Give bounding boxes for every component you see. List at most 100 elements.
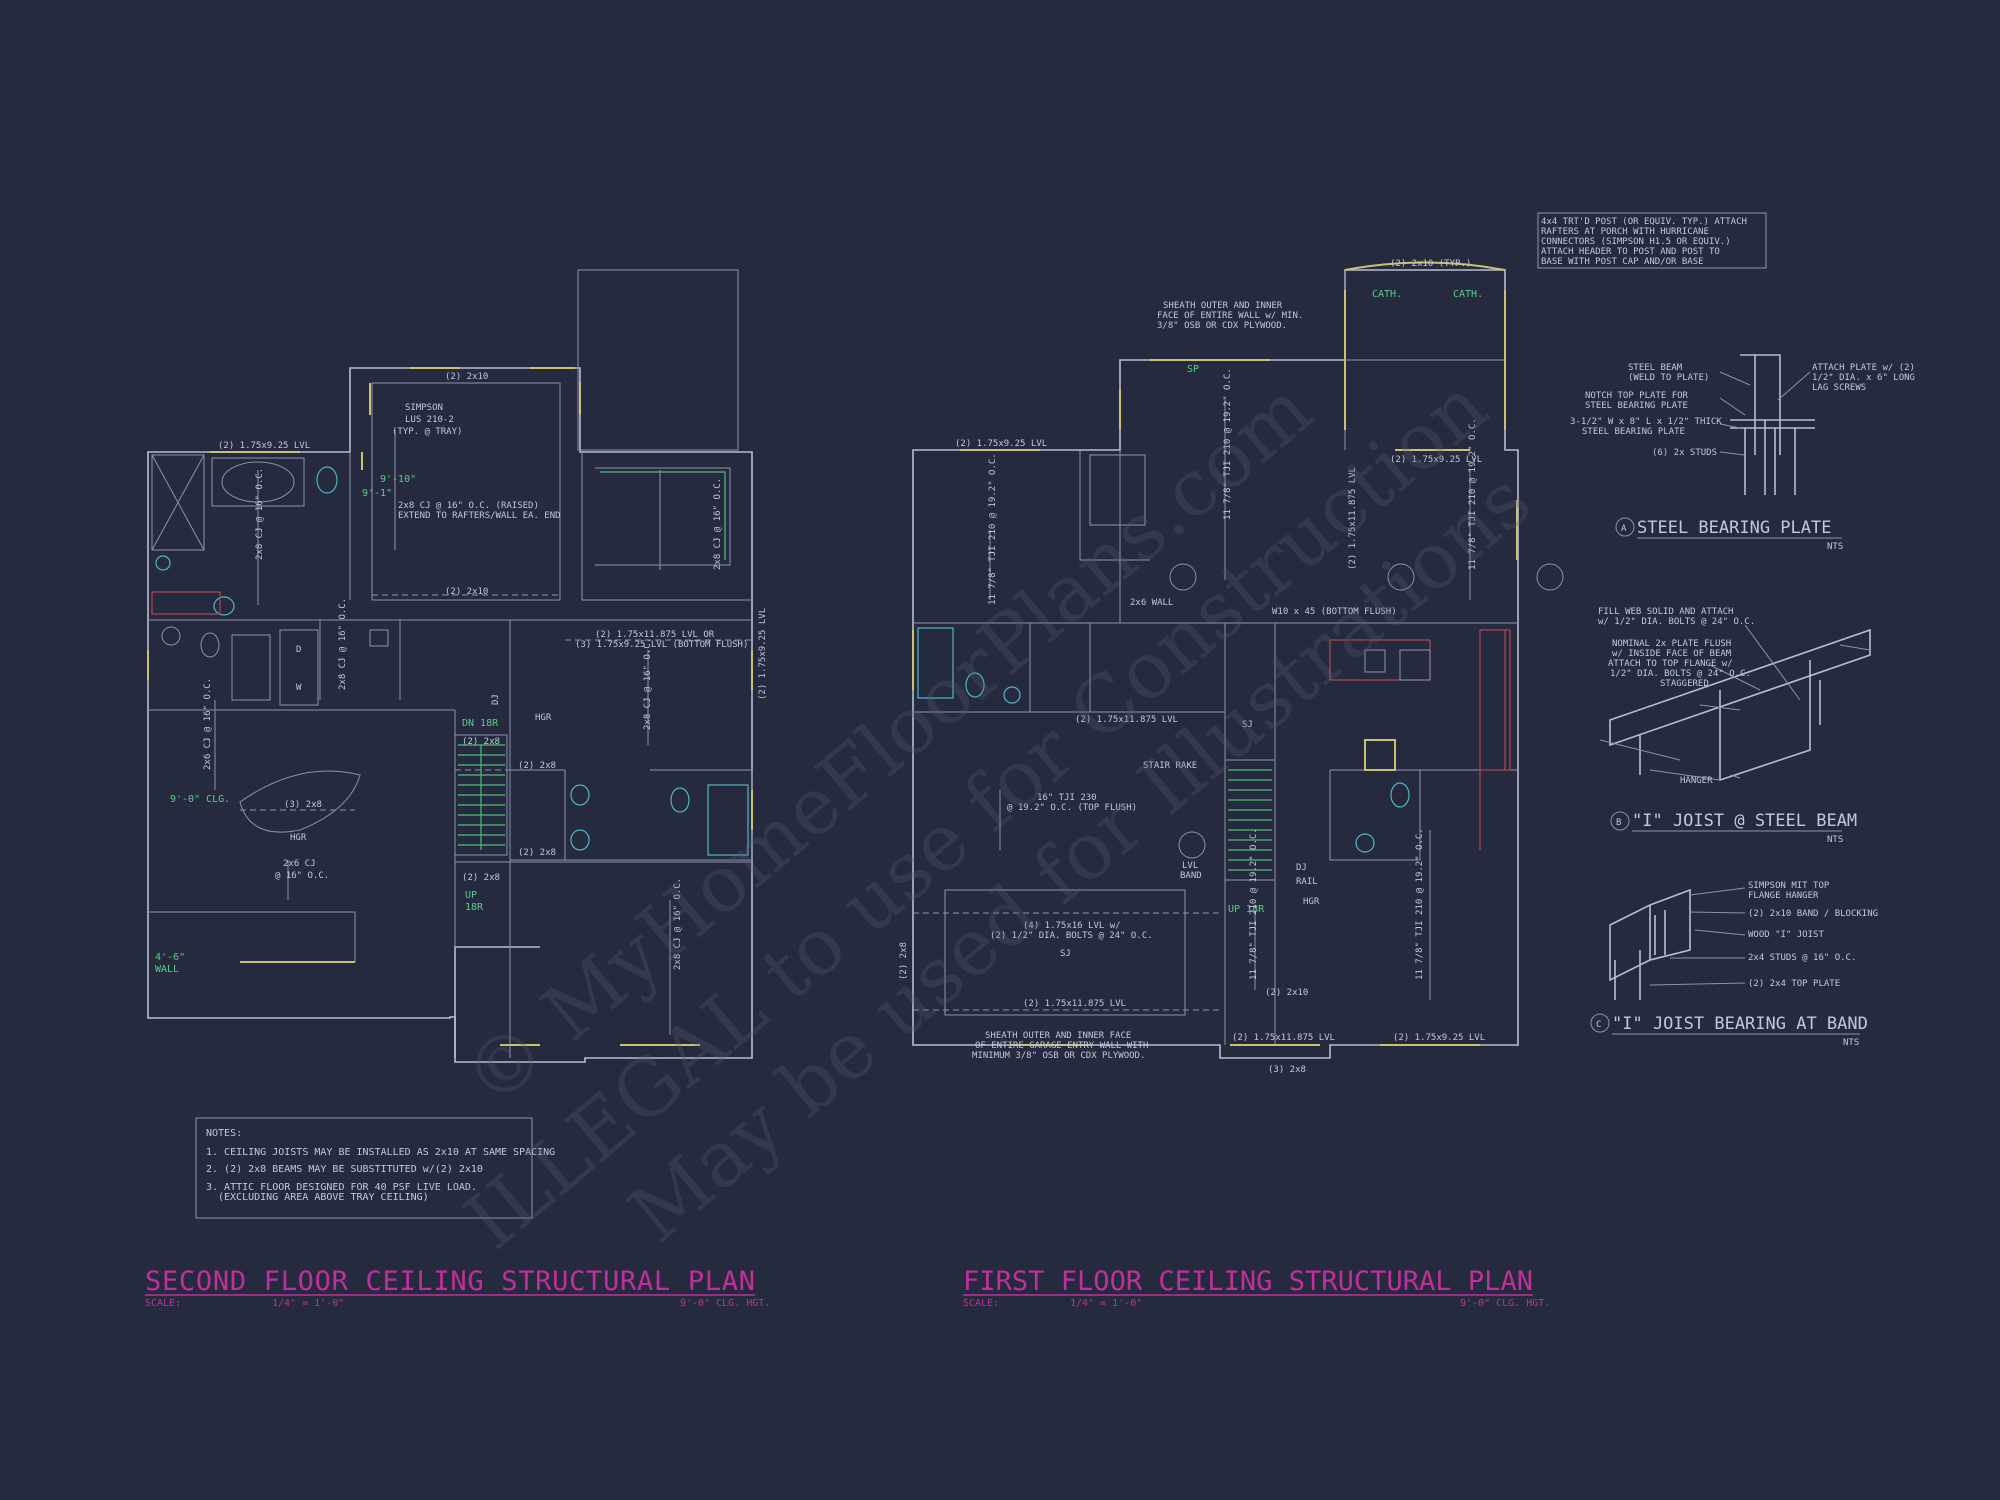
detail-a-callout-9: LAG SCREWS — [1812, 383, 1866, 393]
label-cath-a: CATH. — [1372, 289, 1402, 300]
detail-b-callout-6: STAGGERED — [1660, 679, 1709, 689]
watermark: © MyHomeFloorPlans.com ILLEGAL to use fo… — [447, 361, 1547, 1267]
label-hgr2: HGR — [535, 713, 552, 723]
label-up: UP — [465, 890, 477, 901]
label-lvl-mid: (2) 1.75x11.875 LVL — [1075, 715, 1178, 725]
label-cj-lower2: @ 16" O.C. — [275, 871, 329, 881]
label-sj2: SJ — [1242, 720, 1253, 730]
first-floor-scale-value: 1/4" = 1'-0" — [1070, 1298, 1142, 1309]
label-wall-46: 4'-6" — [155, 952, 185, 963]
label-hgr: HGR — [1303, 897, 1320, 907]
detail-b-callout-1: w/ 1/2" DIA. BOLTS @ 24" O.C. — [1598, 617, 1755, 627]
label-wall-word: WALL — [155, 964, 179, 975]
label-cj-bottom: 2x8 CJ @ 16" O.C. — [673, 878, 683, 970]
label-mid-2x10: (2) 2x10 — [445, 587, 488, 597]
label-post-4: ATTACH HEADER TO POST AND POST TO — [1541, 247, 1720, 257]
label-cj-mid: 2x8 CJ @ 16" O.C. — [643, 638, 653, 730]
label-wall-2x6: 2x6 WALL — [1130, 598, 1173, 608]
label-sheath-2: FACE OF ENTIRE WALL w/ MIN. — [1157, 311, 1303, 321]
detail-a-callout-3: STEEL BEARING PLATE — [1585, 401, 1688, 411]
label-lvl-or-2: (3) 1.75x9.25 LVL (BOTTOM FLUSH) — [575, 640, 748, 650]
label-beam-3-2x8: (3) 2x8 — [1268, 1065, 1306, 1075]
label-cj-raised: 2x8 CJ @ 16" O.C. (RAISED) — [398, 501, 539, 511]
label-post-5: BASE WITH POST CAP AND/OR BASE — [1541, 257, 1704, 267]
label-sj: SJ — [1060, 949, 1071, 959]
first-floor-title-block: FIRST FLOOR CEILING STRUCTURAL PLAN SCAL… — [963, 1266, 1550, 1309]
label-up-r: 18R — [465, 902, 484, 913]
label-extend: EXTEND TO RAFTERS/WALL EA. END — [398, 511, 561, 521]
label-dj: DJ — [491, 694, 501, 705]
label-stair-rake: STAIR RAKE — [1143, 761, 1197, 771]
label-post-3: CONNECTORS (SIMPSON H1.5 OR EQUIV.) — [1541, 237, 1731, 247]
second-floor-clg-height: 9'-0" CLG. HGT. — [680, 1298, 770, 1309]
watermark-line-2: ILLEGAL to use for Construction — [449, 361, 1504, 1267]
second-floor-stair — [454, 734, 508, 856]
label-rail: RAIL — [1296, 877, 1318, 887]
label-sheath-g1: SHEATH OUTER AND INNER FACE — [985, 1031, 1131, 1041]
label-dn: DN 18R — [462, 718, 499, 729]
label-lvl-bot-b: (2) 1.75x9.25 LVL — [1393, 1033, 1485, 1043]
label-lvl-vert-c: (2) 1.75x11.875 LVL — [1348, 467, 1358, 570]
label-lvl-vert: (2) 1.75x9.25 LVL — [758, 608, 768, 700]
detail-b-i-joist-steel-beam: FILL WEB SOLID AND ATTACH w/ 1/2" DIA. B… — [1598, 607, 1871, 845]
label-lvl-band: LVL — [1182, 861, 1198, 871]
label-beam-2x8-b: (2) 2x8 — [518, 761, 556, 771]
label-tji-small: 11 7/8" TJI 210 @ 19.2" O.C. — [1249, 828, 1259, 980]
notes-heading: NOTES: — [206, 1128, 242, 1139]
detail-c-letter: C — [1596, 1020, 1601, 1030]
label-tji-bottom: 11 7/8" TJI 210 @ 19.2" O.C. — [1415, 828, 1425, 980]
notes-box: NOTES: 1. CEILING JOISTS MAY BE INSTALLE… — [195, 1117, 555, 1219]
detail-b-callout-4: ATTACH TO TOP FLANGE w/ — [1608, 659, 1733, 669]
label-garage-lvl-2: (2) 1/2" DIA. BOLTS @ 24" O.C. — [990, 931, 1153, 941]
label-simpson: SIMPSON — [405, 403, 443, 413]
label-sheath-g3: MINIMUM 3/8" OSB OR CDX PLYWOOD. — [972, 1051, 1145, 1061]
label-tji-left: 11 7/8" TJI 210 @ 19.2" O.C. — [988, 453, 998, 605]
label-cj-left: 2x6 CJ @ 16" O.C. — [203, 678, 213, 770]
label-clg-91: 9'-1" — [362, 488, 392, 499]
label-lvl-top: (2) 1.75x9.25 LVL — [218, 441, 310, 451]
detail-c-title: "I" JOIST BEARING AT BAND — [1612, 1014, 1868, 1034]
detail-c-nts: NTS — [1843, 1038, 1859, 1048]
label-lvl-garage-bot: (2) 1.75x11.875 LVL — [1023, 999, 1126, 1009]
label-garage-lvl-1: (4) 1.75x16 LVL w/ — [1023, 921, 1121, 931]
label-porch-2x10: (2) 2x10 (TYP.) — [1390, 259, 1471, 269]
label-cj-small: 2x8 CJ @ 16" O.C. — [338, 598, 348, 690]
label-clg-90: 9'-0" CLG. — [170, 794, 230, 805]
second-floor-scale-value: 1/4" = 1'-0" — [272, 1298, 344, 1309]
detail-a-callout-2: NOTCH TOP PLATE FOR — [1585, 391, 1689, 401]
second-floor-plan: (2) 1.75x9.25 LVL (2) 2x10 (2) 2x10 SIMP… — [147, 269, 768, 1063]
label-post-2: RAFTERS AT PORCH WITH HURRICANE — [1541, 227, 1709, 237]
label-lvl-band2: BAND — [1180, 871, 1202, 881]
label-tji-right: 11 7/8" TJI 210 @ 19.2" O.C. — [1468, 418, 1478, 570]
detail-b-callout-3: w/ INSIDE FACE OF BEAM — [1612, 649, 1732, 659]
detail-c-callout-3: WOOD "I" JOIST — [1748, 930, 1824, 940]
label-cath-b: CATH. — [1453, 289, 1483, 300]
second-floor-title: SECOND FLOOR CEILING STRUCTURAL PLAN — [145, 1266, 755, 1297]
label-beam-2x10: (2) 2x10 — [1265, 988, 1308, 998]
label-beam-3-2x8: (3) 2x8 — [284, 800, 322, 810]
label-beam-2x8-d: (2) 2x8 — [462, 873, 500, 883]
label-left-2x8: (2) 2x8 — [899, 942, 909, 980]
detail-a-steel-bearing-plate: STEEL BEAM (WELD TO PLATE) NOTCH TOP PLA… — [1570, 354, 1915, 552]
detail-a-callout-1: (WELD TO PLATE) — [1628, 373, 1709, 383]
label-sheath-g2: OF ENTIRE GARAGE ENTRY WALL WITH — [975, 1041, 1148, 1051]
label-w10: W10 x 45 (BOTTOM FLUSH) — [1272, 607, 1397, 617]
label-typ-tray: (TYP. @ TRAY) — [392, 427, 462, 437]
detail-b-callout-7: HANGER — [1680, 776, 1713, 786]
first-floor-clg-height: 9'-0" CLG. HGT. — [1460, 1298, 1550, 1309]
label-sheath-3: 3/8" OSB OR CDX PLYWOOD. — [1157, 321, 1287, 331]
notes-item-2: 2. (2) 2x8 BEAMS MAY BE SUBSTITUTED w/(2… — [206, 1164, 483, 1175]
detail-a-nts: NTS — [1827, 542, 1843, 552]
label-cj-right: 2x8 CJ @ 16" O.C. — [713, 478, 723, 570]
detail-b-nts: NTS — [1827, 835, 1843, 845]
detail-b-callout-0: FILL WEB SOLID AND ATTACH — [1598, 607, 1733, 617]
first-floor-plan: SHEATH OUTER AND INNER FACE OF ENTIRE WA… — [899, 212, 1767, 1075]
notes-item-1: 1. CEILING JOISTS MAY BE INSTALLED AS 2x… — [206, 1147, 555, 1158]
detail-c-callout-1: FLANGE HANGER — [1748, 891, 1819, 901]
detail-c-callout-5: (2) 2x4 TOP PLATE — [1748, 979, 1840, 989]
detail-c-callout-2: (2) 2x10 BAND / BLOCKING — [1748, 909, 1878, 919]
label-lvl-porch: (2) 1.75x9.25 LVL — [1390, 455, 1482, 465]
label-dj: DJ — [1296, 863, 1307, 873]
detail-a-callout-8: 1/2" DIA. x 6" LONG — [1812, 373, 1915, 383]
